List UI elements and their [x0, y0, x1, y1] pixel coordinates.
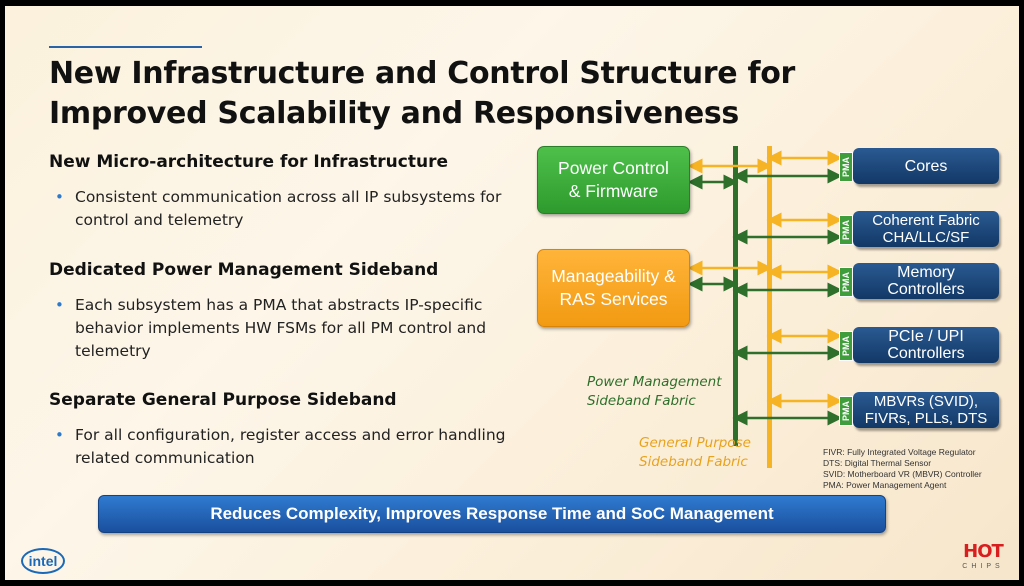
legend-item: PMA: Power Management Agent — [823, 480, 947, 490]
block-voltage-regulators: PMA MBVRs (SVID), FIVRs, PLLs, DTS — [839, 392, 999, 428]
section-heading: Dedicated Power Management Sideband — [49, 260, 439, 280]
block-pcie-upi: PMA PCIe / UPI Controllers — [839, 327, 999, 363]
pma-tag: PMA — [839, 331, 853, 361]
acronym-legend: FIVR: Fully Integrated Voltage Regulator… — [823, 447, 982, 491]
gp-sideband-bus — [767, 146, 772, 468]
pma-tag: PMA — [839, 267, 853, 297]
block-cores: PMA Cores — [839, 148, 999, 184]
pma-tag: PMA — [839, 152, 853, 182]
section-heading: New Micro-architecture for Infrastructur… — [49, 152, 448, 172]
power-control-box: Power Control & Firmware — [537, 146, 690, 214]
block-label: MBVRs (SVID), FIVRs, PLLs, DTS — [853, 392, 999, 428]
section-infrastructure: New Micro-architecture for Infrastructur… — [49, 152, 519, 232]
block-label: Coherent Fabric CHA/LLC/SF — [853, 211, 999, 247]
block-coherent-fabric: PMA Coherent Fabric CHA/LLC/SF — [839, 211, 999, 247]
page-title: New Infrastructure and Control Structure… — [49, 56, 796, 131]
power-control-label: Power Control & Firmware — [558, 158, 669, 201]
bullet-item: Consistent communication across all IP s… — [49, 186, 519, 232]
slide: New Infrastructure and Control Structure… — [5, 6, 1019, 580]
section-pm-sideband: Dedicated Power Management Sideband Each… — [49, 260, 519, 363]
block-label: Memory Controllers — [853, 263, 999, 299]
manageability-label: Manageability & RAS Services — [551, 266, 676, 309]
pm-fabric-label: Power Management Sideband Fabric — [587, 374, 722, 409]
pma-tag: PMA — [839, 215, 853, 245]
bullet-item: For all configuration, register access a… — [49, 424, 519, 470]
legend-item: SVID: Motherboard VR (MBVR) Controller — [823, 469, 982, 479]
hotchips-chips: CHIPS — [962, 563, 1004, 570]
bus-arrows — [687, 150, 843, 426]
hotchips-hot: HOT — [963, 541, 1004, 562]
legend-item: FIVR: Fully Integrated Voltage Regulator — [823, 447, 976, 457]
legend-item: DTS: Digital Thermal Sensor — [823, 458, 932, 468]
title-rule — [49, 46, 202, 48]
intel-logo: intel — [21, 548, 65, 574]
section-heading: Separate General Purpose Sideband — [49, 390, 397, 410]
pma-tag: PMA — [839, 396, 853, 426]
gp-fabric-label: General Purpose Sideband Fabric — [639, 435, 751, 470]
summary-banner: Reduces Complexity, Improves Response Ti… — [98, 495, 886, 533]
block-label: Cores — [853, 148, 999, 184]
manageability-box: Manageability & RAS Services — [537, 249, 690, 327]
block-memory: PMA Memory Controllers — [839, 263, 999, 299]
hotchips-logo: HOT CHIPS — [953, 542, 1013, 572]
block-label: PCIe / UPI Controllers — [853, 327, 999, 363]
bullet-item: Each subsystem has a PMA that abstracts … — [49, 294, 519, 363]
section-gp-sideband: Separate General Purpose Sideband For al… — [49, 390, 519, 470]
